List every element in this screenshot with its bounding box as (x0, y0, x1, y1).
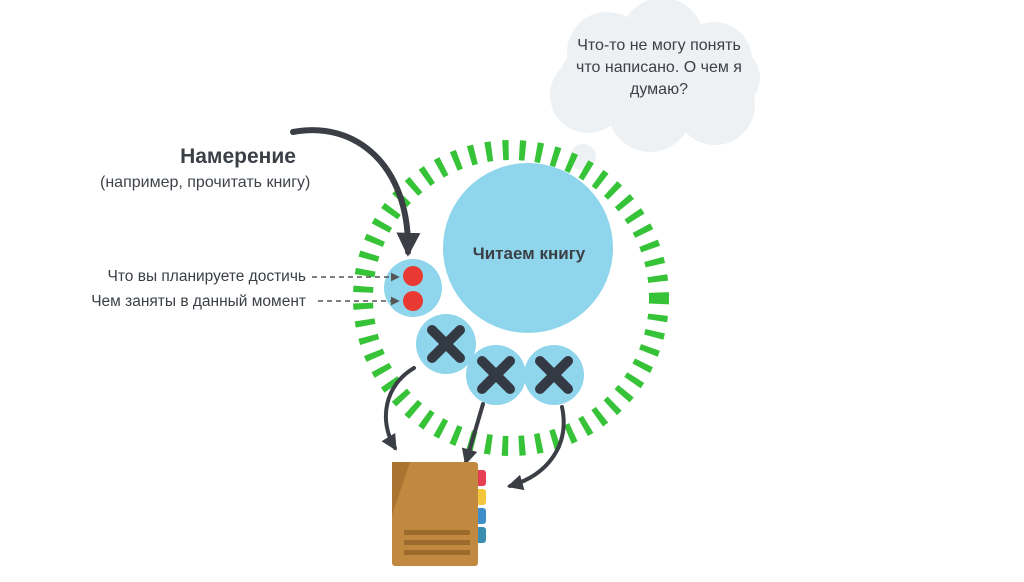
discard-arrow-icon (381, 366, 416, 451)
red-dot-icon (403, 266, 423, 286)
red-dot-icon (403, 291, 423, 311)
current-activity-label: Чем заняты в данный момент (91, 293, 306, 310)
thought-text: Что-то не могу понять что написано. О че… (576, 37, 742, 98)
distraction-circle (466, 345, 526, 405)
intention-subtitle: (например, прочитать книгу) (100, 174, 311, 191)
goal-label: Что вы планируете достичь (107, 268, 306, 285)
distraction-circle (416, 314, 476, 374)
distraction-circle (524, 345, 584, 405)
intention-arrow-icon (290, 127, 421, 257)
cross-icon (477, 356, 515, 394)
discard-arrow-icon (461, 402, 485, 466)
center-circle-label: Читаем книгу (472, 244, 586, 263)
cross-icon (427, 325, 465, 363)
attention-ring (353, 140, 669, 456)
thought-cloud-icon (547, 0, 760, 190)
cross-icon (535, 356, 573, 394)
main-focus-circle (443, 163, 613, 333)
folder-icon (392, 462, 486, 566)
discard-arrow-icon (506, 405, 566, 491)
